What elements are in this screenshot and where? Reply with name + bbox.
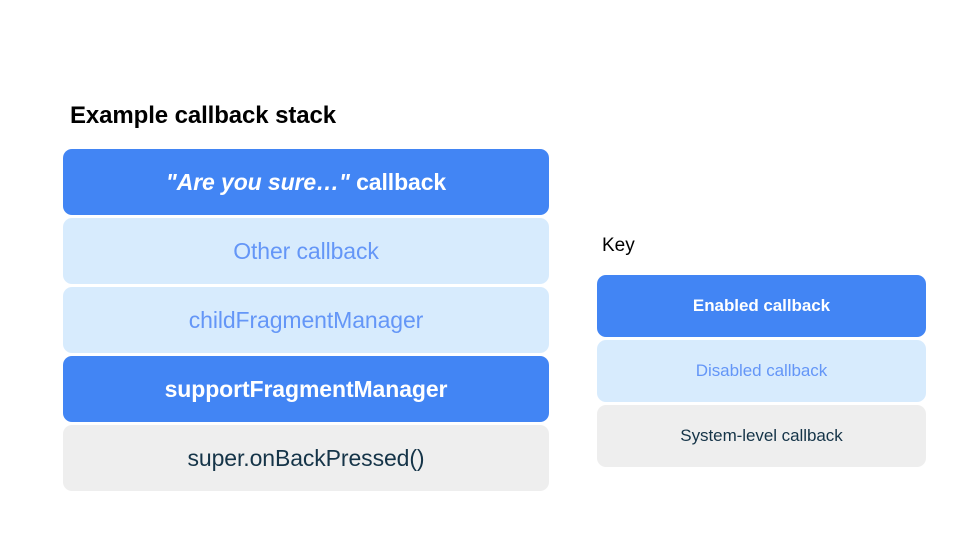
stack-item-support-fragment-manager: supportFragmentManager <box>63 356 549 422</box>
stack-item-label-quoted: "Are you sure…" <box>165 169 350 195</box>
stack-item-label: Other callback <box>233 238 379 264</box>
key-item-label: Enabled callback <box>692 296 831 315</box>
stack-item-child-fragment-manager: childFragmentManager <box>63 287 549 353</box>
key-title: Key <box>602 235 635 256</box>
stack-item-other-callback: Other callback <box>63 218 549 284</box>
stack-item-label: super.onBackPressed() <box>187 445 425 471</box>
callback-stack-panel: Example callback stack "Are you sure…" c… <box>63 101 549 491</box>
stack-item-label-plain: callback <box>349 169 447 195</box>
stack-item-label: "Are you sure…" callback <box>166 168 446 196</box>
key-item-label: System-level callback <box>680 426 843 445</box>
stack-item-label: childFragmentManager <box>188 307 424 333</box>
key-list: Enabled callback Disabled callback Syste… <box>597 275 926 467</box>
key-item-enabled-callback: Enabled callback <box>597 275 926 337</box>
page-title: Example callback stack <box>70 102 336 129</box>
key-panel: Key Enabled callback Disabled callback S… <box>597 234 926 467</box>
stack-item-are-you-sure-callback: "Are you sure…" callback <box>63 149 549 215</box>
key-item-label: Disabled callback <box>695 361 828 380</box>
callback-stack-list: "Are you sure…" callback Other callback … <box>63 149 549 491</box>
key-item-system-level-callback: System-level callback <box>597 405 926 467</box>
stack-item-label: supportFragmentManager <box>164 376 448 402</box>
key-item-disabled-callback: Disabled callback <box>597 340 926 402</box>
stack-item-super-on-back-pressed: super.onBackPressed() <box>63 425 549 491</box>
